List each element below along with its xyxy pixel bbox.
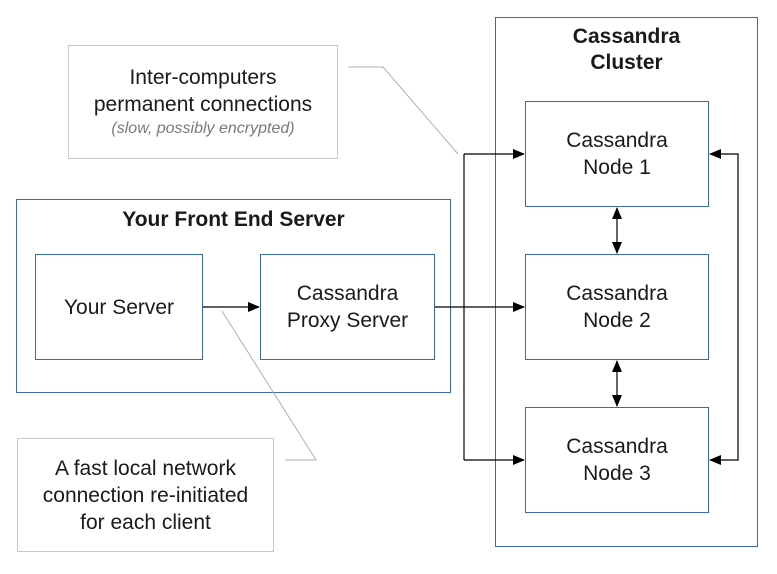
- arrow-node1-node3: [709, 149, 739, 465]
- node-2-label-line1: Cassandra: [566, 282, 668, 305]
- proxy-server-label-line1: Cassandra: [296, 282, 399, 305]
- front-end-server-title: Your Front End Server: [122, 208, 345, 231]
- cassandra-node-3: Cassandra Node 3: [525, 407, 709, 513]
- callout-line-bottom: [221, 310, 317, 461]
- cluster-title-line2: Cluster: [590, 51, 663, 74]
- note-top-line2: permanent connections: [93, 93, 313, 116]
- note-permanent-connections: Inter-computers permanent connections (s…: [68, 45, 338, 159]
- cluster-title: Cassandra Cluster: [496, 24, 757, 76]
- proxy-server-label-line2: Proxy Server: [286, 309, 409, 332]
- cassandra-node-1: Cassandra Node 1: [525, 101, 709, 207]
- note-bottom-line2: connection re-initiated: [42, 483, 249, 507]
- cassandra-node-2: Cassandra Node 2: [525, 254, 709, 360]
- node-2-label-line2: Node 2: [583, 309, 651, 332]
- note-bottom-line3: for each client: [80, 510, 211, 534]
- cluster-title-line1: Cassandra: [572, 25, 681, 48]
- your-server-box: Your Server: [35, 254, 203, 360]
- node-3-label-line2: Node 3: [583, 462, 651, 485]
- note-local-network: A fast local network connection re-initi…: [17, 438, 274, 552]
- note-top-subtitle: (slow, possibly encrypted): [111, 120, 295, 137]
- node-1-label-line1: Cassandra: [566, 129, 668, 152]
- your-server-label: Your Server: [63, 295, 175, 319]
- callout-line-top: [348, 66, 459, 155]
- proxy-server-box: Cassandra Proxy Server: [260, 254, 435, 360]
- node-3-label-line1: Cassandra: [566, 435, 668, 458]
- node-1-label-line2: Node 1: [583, 156, 651, 179]
- note-top-line1: Inter-computers: [129, 66, 277, 89]
- note-bottom-line1: A fast local network: [55, 456, 236, 480]
